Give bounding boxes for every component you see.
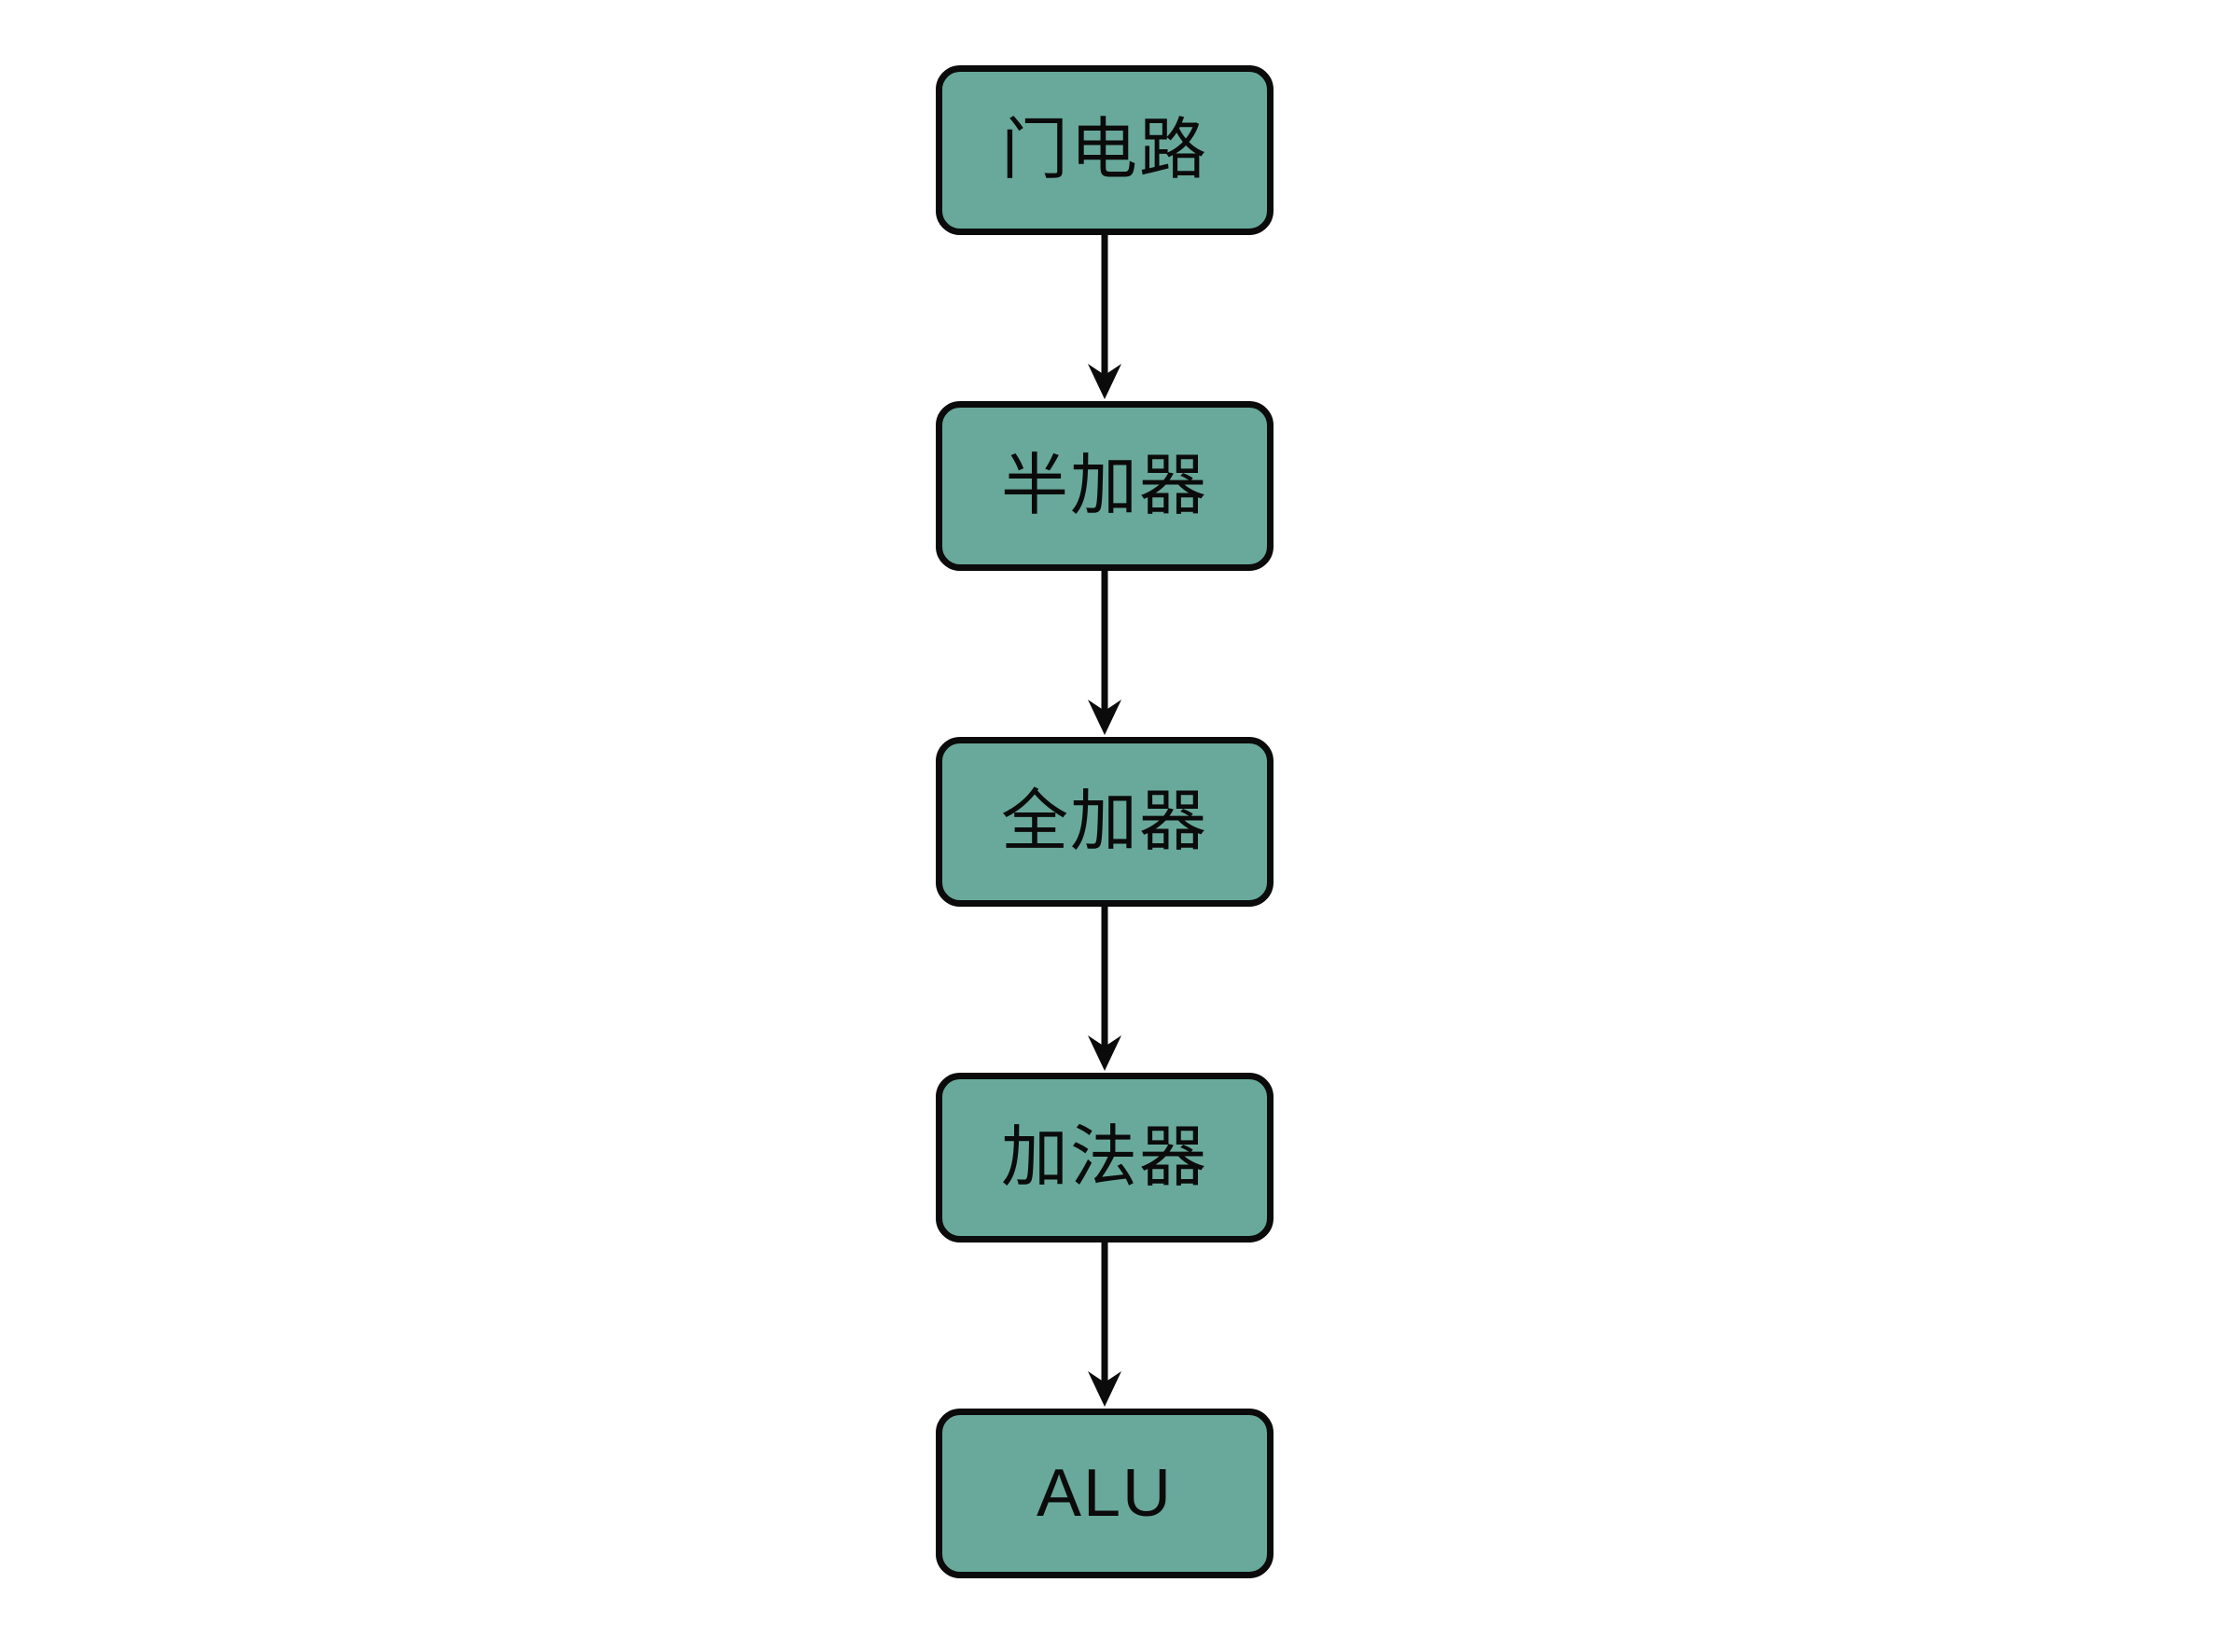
node-gate-circuit: 门电路 <box>936 65 1274 235</box>
arrow-down-icon <box>1084 235 1125 401</box>
node-gate-circuit-label: 门电路 <box>1000 113 1208 187</box>
arrow-down-icon <box>1084 907 1125 1073</box>
node-full-adder: 全加器 <box>936 737 1274 907</box>
arrow-down-icon <box>1084 571 1125 737</box>
node-half-adder: 半加器 <box>936 401 1274 571</box>
node-half-adder-label: 半加器 <box>1000 449 1208 523</box>
node-alu: ALU <box>936 1409 1274 1578</box>
node-adder-label: 加法器 <box>1000 1120 1208 1195</box>
node-adder: 加法器 <box>936 1073 1274 1242</box>
flowchart: 门电路 半加器 全加器 加法器 <box>936 65 1274 1578</box>
arrow-down-icon <box>1084 1242 1125 1409</box>
node-full-adder-label: 全加器 <box>1000 784 1208 859</box>
node-alu-label: ALU <box>1036 1456 1174 1531</box>
